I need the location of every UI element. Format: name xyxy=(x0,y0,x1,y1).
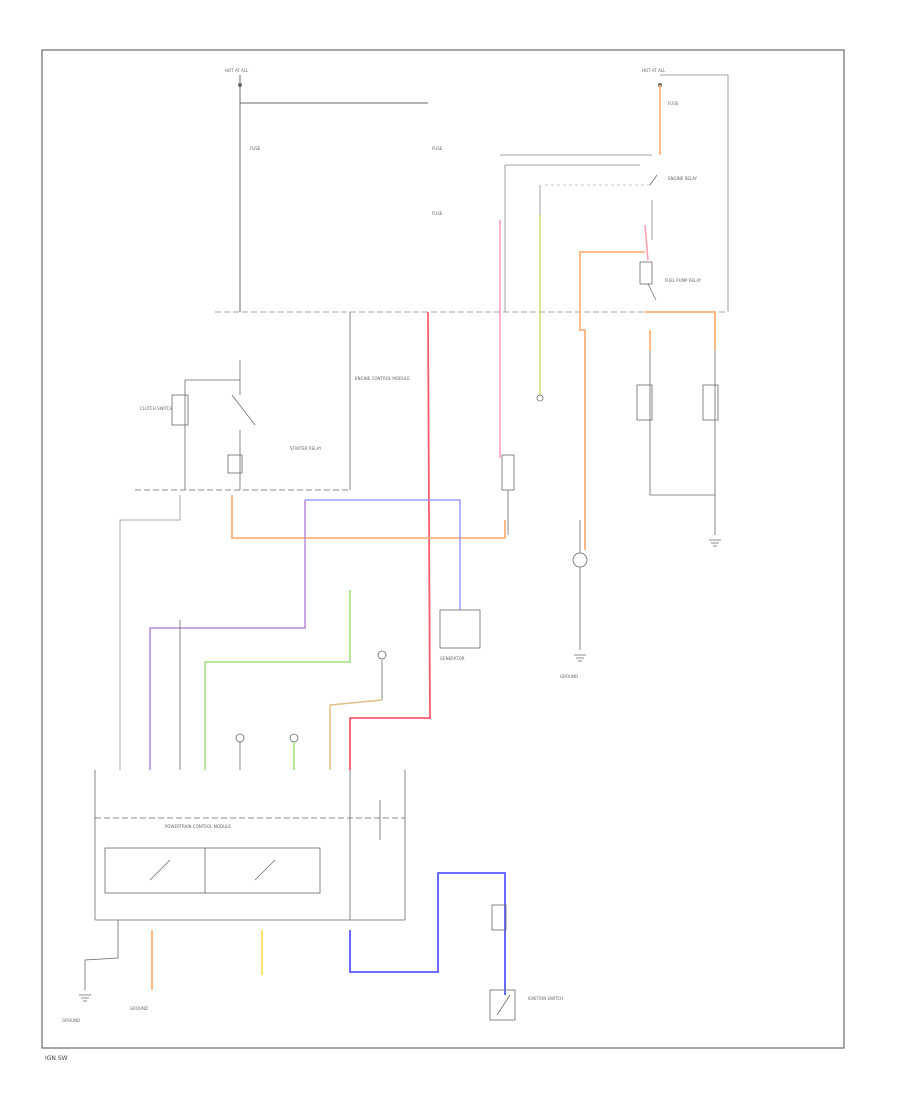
generator-label: GENERATOR xyxy=(440,656,465,661)
fuel-pump-relay-label: FUEL PUMP RELAY xyxy=(665,278,702,283)
wire-orange-horizontal xyxy=(231,495,506,539)
wire-tan xyxy=(329,699,383,770)
starter-relay-coil xyxy=(227,454,243,474)
fuse-label-mid: FUSE xyxy=(432,146,443,151)
clutch-switch-label: CLUTCH SWITCH xyxy=(140,406,173,411)
junction-dot xyxy=(238,83,242,87)
wire-red xyxy=(349,311,431,770)
wire-green xyxy=(204,590,351,770)
ground-label-mid: GROUND xyxy=(130,1006,148,1011)
engine-relay-label: ENGINE RELAY xyxy=(668,176,698,181)
ignition-module xyxy=(135,312,351,491)
ignition-switch-label: IGNITION SWITCH xyxy=(528,996,563,1001)
wire-pink-right xyxy=(644,224,649,261)
fuel-pump-relay-coil xyxy=(639,261,653,285)
wire-purple xyxy=(149,500,306,770)
wire-blue-upper xyxy=(305,499,461,610)
powertrain-control-module-label: POWERTRAIN CONTROL MODULE xyxy=(165,824,231,829)
ground-label-right: GROUND xyxy=(560,674,578,679)
fuel-injector-group xyxy=(636,350,719,535)
sensor-group xyxy=(235,650,387,770)
diagram-frame xyxy=(41,49,845,1049)
engine-control-module-label: ENGINE CONTROL MODULE xyxy=(355,376,410,381)
wire-black-bottom-left xyxy=(84,920,119,990)
power-distribution-box xyxy=(215,74,729,350)
ground-label-left: GROUND xyxy=(62,1018,80,1023)
ground-symbol-right xyxy=(709,539,721,547)
hot-label-left: HOT AT ALL xyxy=(225,68,249,73)
bottom-relay-coil xyxy=(491,904,507,931)
fuse-label-mid2: FUSE xyxy=(432,211,443,216)
fuse-label-right: FUSE xyxy=(668,101,679,106)
wire-gray-left xyxy=(119,495,181,770)
resistor-box xyxy=(501,454,515,491)
connector-dot xyxy=(536,394,544,402)
ground-symbol-left xyxy=(79,994,91,1002)
generator-box xyxy=(439,609,481,649)
starter-relay-label: STARTER RELAY xyxy=(290,446,322,451)
fuse-label-left: FUSE xyxy=(250,146,261,151)
hot-label-right: HOT AT ALL xyxy=(642,68,666,73)
ignition-switch-group xyxy=(572,520,588,650)
powertrain-control-module xyxy=(94,770,406,921)
bottom-switch-box xyxy=(489,989,516,1021)
wire-orange xyxy=(579,85,716,550)
ground-symbol-center xyxy=(574,654,586,662)
wire-blue-bottom xyxy=(349,872,506,995)
footer-code: IGN SW xyxy=(45,1055,68,1062)
